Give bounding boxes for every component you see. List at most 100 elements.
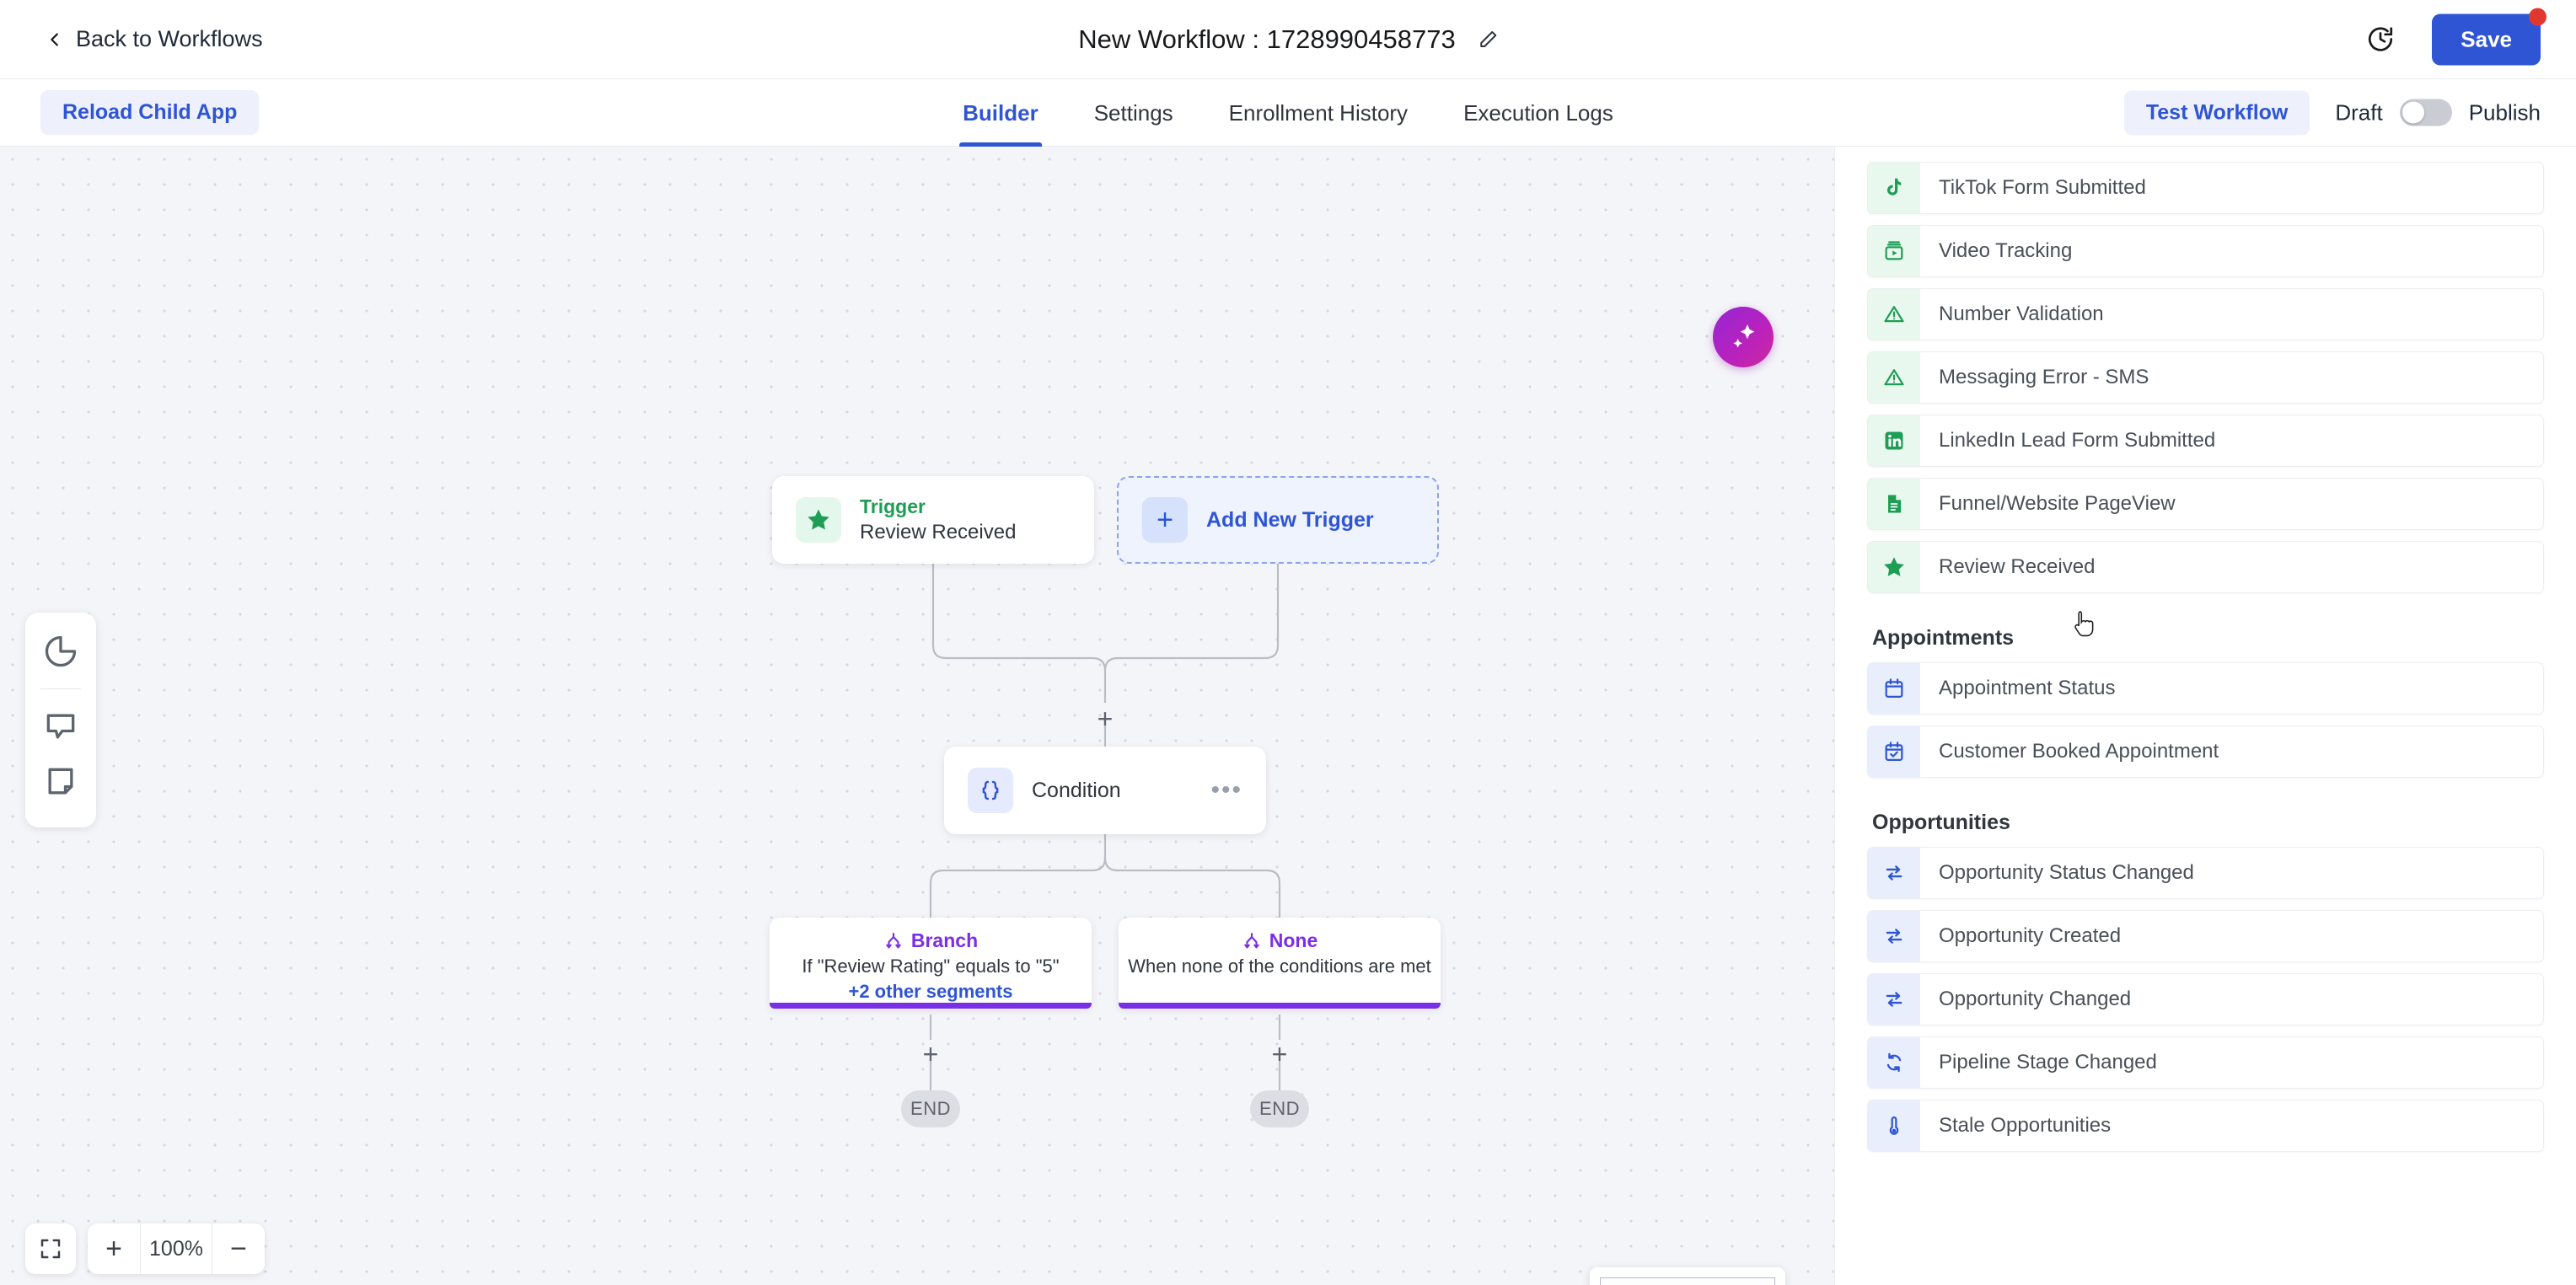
trigger-icon-tile xyxy=(796,497,841,543)
exchange-arrows-icon xyxy=(1886,929,1902,944)
reload-child-app-button[interactable]: Reload Child App xyxy=(40,90,260,135)
list-item-number-validation[interactable]: Number Validation xyxy=(1867,288,2544,340)
document-icon xyxy=(1888,495,1902,513)
test-workflow-button[interactable]: Test Workflow xyxy=(2123,90,2310,135)
canvas-minimap[interactable] xyxy=(1590,1267,1785,1285)
list-item-funnel-website-pageview[interactable]: Funnel/Website PageView xyxy=(1867,478,2544,530)
tab-builder[interactable]: Builder xyxy=(959,79,1042,147)
add-step-connector-branch-a[interactable]: + xyxy=(922,1039,939,1069)
icon-box xyxy=(1868,226,1920,276)
icon-box xyxy=(1868,663,1920,714)
branch-split-icon xyxy=(1244,932,1259,948)
tab-execution-logs[interactable]: Execution Logs xyxy=(1463,99,1613,126)
linkedin-icon xyxy=(1885,431,1903,450)
publish-toggle[interactable] xyxy=(2399,99,2452,126)
comment-icon[interactable] xyxy=(42,708,79,745)
ai-assistant-button[interactable] xyxy=(1713,307,1774,367)
list-item-opportunity-created[interactable]: Opportunity Created xyxy=(1867,910,2544,962)
list-item-stale-opportunities[interactable]: Stale Opportunities xyxy=(1867,1100,2544,1152)
list-item-opportunity-status-changed[interactable]: Opportunity Status Changed xyxy=(1867,847,2544,899)
save-button[interactable]: Save xyxy=(2432,8,2546,65)
list-item-label: Opportunity Status Changed xyxy=(1939,861,2194,884)
pie-chart-icon[interactable] xyxy=(42,633,79,670)
trigger-library-panel[interactable]: TikTok Form Submitted Video Tracking Num… xyxy=(1834,147,2576,1285)
condition-node[interactable]: Condition ••• xyxy=(944,747,1266,834)
page-title: New Workflow : 1728990458773 xyxy=(1078,24,1498,55)
draft-publish-toggle-group: Draft Publish xyxy=(2335,99,2541,126)
branch-description: If "Review Rating" equals to "5" xyxy=(802,956,1060,977)
icon-box xyxy=(1868,479,1920,529)
warning-triangle-icon xyxy=(1884,369,1904,386)
branch-split-icon xyxy=(886,932,901,948)
workflow-canvas[interactable]: Trigger Review Received + Add New Trigge… xyxy=(0,147,1834,1285)
icon-box xyxy=(1868,974,1920,1025)
icon-box xyxy=(1868,289,1920,340)
branch-description: When none of the conditions are met xyxy=(1128,956,1431,977)
add-new-trigger-label: Add New Trigger xyxy=(1206,507,1374,532)
section-title-appointments: Appointments xyxy=(1872,626,2015,650)
icon-box xyxy=(1868,911,1920,961)
back-to-workflows-button[interactable]: Back to Workflows xyxy=(46,26,263,52)
trigger-node[interactable]: Trigger Review Received xyxy=(772,476,1094,564)
publish-label: Publish xyxy=(2468,99,2541,125)
braces-icon xyxy=(982,780,999,800)
warning-triangle-icon xyxy=(1884,306,1904,323)
branch-node-none[interactable]: None When none of the conditions are met xyxy=(1119,918,1441,1009)
list-item-label: Messaging Error - SMS xyxy=(1939,366,2149,388)
list-item-opportunity-changed[interactable]: Opportunity Changed xyxy=(1867,973,2544,1025)
trigger-node-kind: Trigger xyxy=(860,495,926,517)
list-item-label: Appointment Status xyxy=(1939,677,2116,699)
list-item-appointment-status[interactable]: Appointment Status xyxy=(1867,662,2544,715)
list-item-label: TikTok Form Submitted xyxy=(1939,176,2146,199)
add-new-trigger-button[interactable]: + Add New Trigger xyxy=(1117,476,1439,564)
list-item-label: Review Received xyxy=(1939,555,2096,578)
calendar-check-icon xyxy=(1885,742,1903,762)
list-item-tiktok-form-submitted[interactable]: TikTok Form Submitted xyxy=(1867,162,2544,214)
nav-bar-actions: Test Workflow Draft Publish xyxy=(2123,90,2541,135)
condition-node-label: Condition xyxy=(1032,778,1121,802)
list-item-video-tracking[interactable]: Video Tracking xyxy=(1867,225,2544,277)
tab-settings[interactable]: Settings xyxy=(1093,99,1173,126)
condition-icon-tile xyxy=(968,768,1013,813)
list-item-label: Customer Booked Appointment xyxy=(1939,740,2219,763)
add-step-connector-branch-b[interactable]: + xyxy=(1271,1039,1288,1069)
list-item-messaging-error-sms[interactable]: Messaging Error - SMS xyxy=(1867,351,2544,404)
end-node-branch-a: END xyxy=(901,1090,960,1127)
list-item-linkedin-lead-form-submitted[interactable]: LinkedIn Lead Form Submitted xyxy=(1867,415,2544,467)
list-item-label: Funnel/Website PageView xyxy=(1939,492,2176,515)
exchange-arrows-icon xyxy=(1886,865,1902,881)
list-item-pipeline-stage-changed[interactable]: Pipeline Stage Changed xyxy=(1867,1036,2544,1089)
list-item-review-received[interactable]: Review Received xyxy=(1867,541,2544,593)
section-title-opportunities: Opportunities xyxy=(1872,811,2010,834)
trigger-node-name: Review Received xyxy=(860,521,1017,543)
zoom-out-button[interactable]: − xyxy=(230,1232,247,1265)
branch-node-branch[interactable]: Branch If "Review Rating" equals to "5" … xyxy=(770,918,1092,1009)
sticky-note-icon[interactable] xyxy=(42,763,79,800)
fit-to-screen-button[interactable] xyxy=(25,1223,76,1274)
pencil-icon[interactable] xyxy=(1478,29,1498,50)
calendar-icon xyxy=(1885,678,1903,699)
video-tracking-icon xyxy=(1885,241,1903,260)
history-clock-icon[interactable] xyxy=(2366,25,2395,54)
add-step-connector-top[interactable]: + xyxy=(1097,704,1114,734)
list-item-label: LinkedIn Lead Form Submitted xyxy=(1939,429,2216,452)
branch-other-segments-link[interactable]: +2 other segments xyxy=(848,981,1013,1002)
fit-screen-icon xyxy=(40,1239,61,1259)
topbar-actions: Save xyxy=(2366,8,2546,65)
condition-node-menu-button[interactable]: ••• xyxy=(1210,776,1242,804)
nav-bar: Reload Child App Builder Settings Enroll… xyxy=(0,79,2576,147)
zoom-in-button[interactable]: + xyxy=(105,1232,122,1265)
list-item-label: Video Tracking xyxy=(1939,239,2073,262)
tab-enrollment-history[interactable]: Enrollment History xyxy=(1228,99,1409,126)
end-node-branch-b: END xyxy=(1250,1090,1309,1127)
icon-box xyxy=(1868,848,1920,898)
branch-heading: None xyxy=(1242,929,1318,952)
tab-list: Builder Settings Enrollment History Exec… xyxy=(959,79,1617,147)
flow-connectors xyxy=(929,564,1281,1090)
list-item-customer-booked-appointment[interactable]: Customer Booked Appointment xyxy=(1867,725,2544,778)
branch-title: Branch xyxy=(910,929,979,951)
exchange-arrows-icon xyxy=(1886,992,1902,1007)
canvas-left-toolbar xyxy=(25,613,96,827)
trigger-node-text: Trigger Review Received xyxy=(860,495,1016,544)
tiktok-icon xyxy=(1887,178,1902,195)
